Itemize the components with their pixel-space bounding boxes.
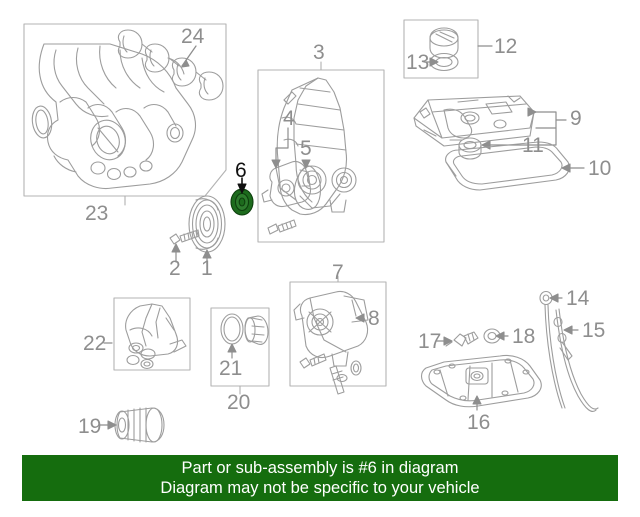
callout-label-14: 14: [566, 287, 590, 310]
callout-label-9: 9: [570, 107, 582, 130]
group-water-pump: [289, 281, 387, 395]
callout-label-22: 22: [83, 332, 107, 355]
callout-label-17: 17: [418, 330, 442, 353]
group-cover-grommet: [458, 137, 482, 160]
group-oil-pan: [420, 354, 542, 408]
group-head-cover-gasket: [445, 141, 570, 191]
callout-label-4: 4: [283, 107, 295, 130]
callout-label-15: 15: [582, 319, 606, 342]
group-dipstick-tube: [553, 308, 599, 413]
callout-label-3: 3: [313, 41, 325, 64]
callout-label-6: 6: [235, 159, 247, 182]
group-engine-bracket: [113, 297, 191, 371]
callout-label-24: 24: [181, 25, 205, 48]
callout-label-10: 10: [588, 157, 612, 180]
group-timing-cover: [257, 69, 385, 243]
callout-label-16: 16: [467, 411, 491, 434]
callout-label-19: 19: [78, 415, 102, 438]
group-cover-bolt: [267, 219, 297, 235]
group-vvt-actuator: [261, 160, 312, 208]
banner-line-2: Diagram may not be specific to your vehi…: [160, 479, 480, 497]
group-crankshaft-pulley: [188, 195, 226, 253]
callout-label-23: 23: [85, 202, 109, 225]
callout-label-18: 18: [512, 325, 536, 348]
group-idler-pulley: [114, 407, 165, 443]
callout-label-8: 8: [368, 307, 380, 330]
callout-label-20: 20: [227, 391, 251, 414]
callout-label-12: 12: [494, 35, 518, 58]
callout-label-2: 2: [169, 257, 181, 280]
callout-label-21: 21: [219, 357, 243, 380]
callout-label-5: 5: [300, 137, 312, 160]
group-intake-gasket: [117, 29, 224, 101]
callout-label-13: 13: [406, 51, 430, 74]
callout-label-1: 1: [201, 257, 213, 280]
callout-label-7: 7: [332, 261, 344, 284]
group-intake-manifold: [23, 23, 227, 197]
group-head-cover: [413, 95, 535, 147]
cover-gasket-shape: [293, 165, 322, 210]
callout-label-11: 11: [522, 134, 544, 157]
banner-line-1: Part or sub-assembly is #6 in diagram: [181, 459, 459, 477]
info-banner: Part or sub-assembly is #6 in diagram Di…: [22, 455, 618, 501]
group-oil-filler-cap: [403, 19, 479, 79]
group-oil-sensor: [445, 331, 479, 347]
group-pulley-bolt: [169, 229, 200, 245]
